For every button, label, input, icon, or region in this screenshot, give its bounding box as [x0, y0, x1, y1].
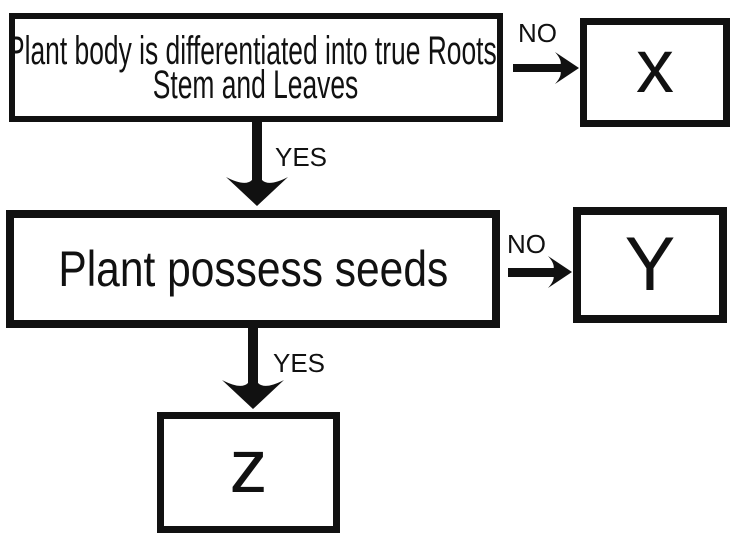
yes-arrow-1: [226, 121, 288, 206]
edge-label-yes-1: YES: [275, 142, 328, 172]
question-1-line-1: Plant body is differentiated into true R…: [7, 28, 505, 73]
edge-label-no-2: NO: [507, 229, 546, 259]
edge-label-yes-2: YES: [273, 348, 326, 378]
node-outcome-x: x: [580, 18, 730, 127]
no-arrow-2: [508, 256, 572, 288]
outcome-z-label: z: [229, 423, 268, 509]
edge-label-no-1: NO: [518, 18, 557, 48]
no-arrow-1: [513, 52, 579, 84]
yes-arrow-2: [222, 327, 284, 409]
question-1-line-2: Stem and Leaves: [153, 62, 359, 107]
node-outcome-z: z: [157, 412, 340, 533]
question-2-text: Plant possess seeds: [58, 241, 448, 297]
outcome-x-label: x: [636, 23, 674, 109]
question-1-text: Plant body is differentiated into true R…: [7, 28, 505, 107]
outcome-y-label: Y: [624, 222, 676, 307]
node-question-1: Plant body is differentiated into true R…: [7, 13, 505, 122]
node-outcome-y: Y: [573, 207, 727, 323]
node-question-2: Plant possess seeds: [6, 210, 500, 328]
